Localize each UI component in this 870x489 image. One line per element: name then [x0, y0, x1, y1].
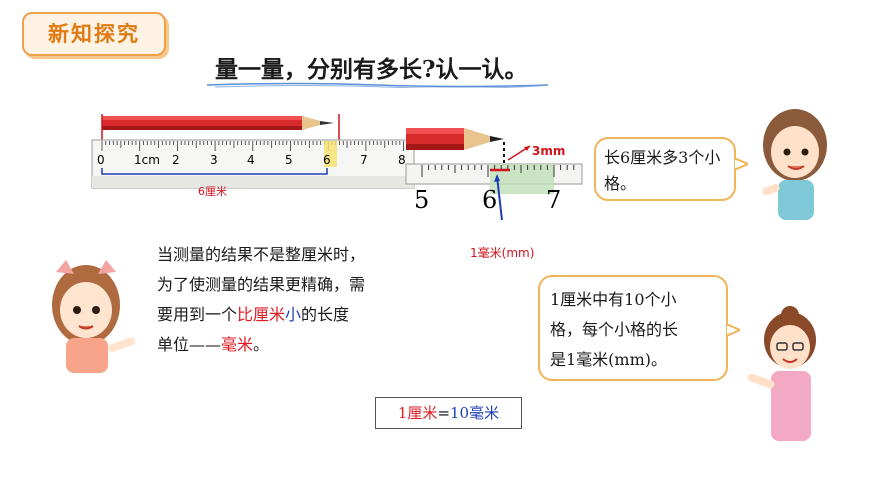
measure-label: 6厘米: [198, 185, 227, 198]
section-badge: 新知探究: [22, 12, 166, 56]
three-mm-label: 3mm: [532, 144, 566, 158]
equation-right: 10毫米: [450, 404, 500, 422]
ruler-num-0: 0: [97, 153, 105, 167]
boy-speech-text: 长6厘米多3个小格。: [604, 148, 721, 193]
ruler-num-6: 6: [323, 153, 331, 167]
boy-speech-bubble: 长6厘米多3个小格。: [594, 137, 736, 201]
line4-text-b: 。: [253, 335, 270, 354]
zoom-num-6: 6: [482, 186, 498, 214]
paragraph-line-4: 单位——毫米。: [157, 330, 437, 360]
line3-highlight-blue: 小: [285, 305, 302, 324]
equation-left: 1厘米: [397, 404, 438, 422]
paragraph-line-2: 为了使测量的结果更精确，需: [157, 275, 366, 294]
line3-highlight-red: 比厘米: [237, 305, 286, 324]
ruler-num-1: 1cm: [134, 153, 160, 167]
line4-highlight-red: 毫米: [221, 335, 254, 354]
zoom-num-5: 5: [414, 186, 430, 214]
title-underline: [206, 82, 549, 88]
line4-text-a: 单位——: [157, 335, 222, 354]
ruler-num-8: 8: [398, 153, 406, 167]
teacher-speech-line-3: 是1毫米(mm)。: [550, 350, 668, 369]
pencil-icon: [102, 116, 334, 130]
line3-text-a: 要用到一个: [157, 305, 238, 324]
conversion-equation: 1厘米=10毫米: [375, 397, 522, 429]
bubble-tail: [734, 158, 748, 172]
line3-text-b: 的长度: [301, 305, 350, 324]
ruler-num-5: 5: [285, 153, 293, 167]
boy-avatar: [762, 109, 827, 220]
girl-avatar: [52, 260, 136, 373]
ruler-num-4: 4: [247, 153, 255, 167]
explanation-paragraph: 当测量的结果不是整厘米时， 为了使测量的结果更精确，需 要用到一个比厘米小的长度…: [157, 240, 437, 360]
equation-equals: =: [437, 404, 451, 422]
teacher-avatar: [747, 306, 816, 441]
one-mm-label: 1毫米(mm): [470, 246, 535, 260]
ruler-num-3: 3: [210, 153, 218, 167]
teacher-speech-line-1: 1厘米中有10个小: [550, 290, 677, 309]
teacher-speech-bubble: 1厘米中有10个小 格，每个小格的长 是1毫米(mm)。: [538, 275, 728, 381]
zoomed-ruler: [405, 128, 583, 220]
teacher-speech-line-2: 格，每个小格的长: [550, 320, 679, 339]
paragraph-line-3: 要用到一个比厘米小的长度: [157, 300, 437, 330]
ruler-num-2: 2: [172, 153, 180, 167]
zoom-num-7: 7: [546, 186, 562, 214]
paragraph-line-1: 当测量的结果不是整厘米时，: [157, 245, 366, 264]
ruler-num-7: 7: [360, 153, 368, 167]
page-title: 量一量，分别有多长?认一认。: [215, 56, 528, 83]
pencil-tip-icon: [406, 128, 504, 150]
ruler-illustration: [91, 114, 415, 189]
bubble-tail-2: [726, 324, 740, 338]
